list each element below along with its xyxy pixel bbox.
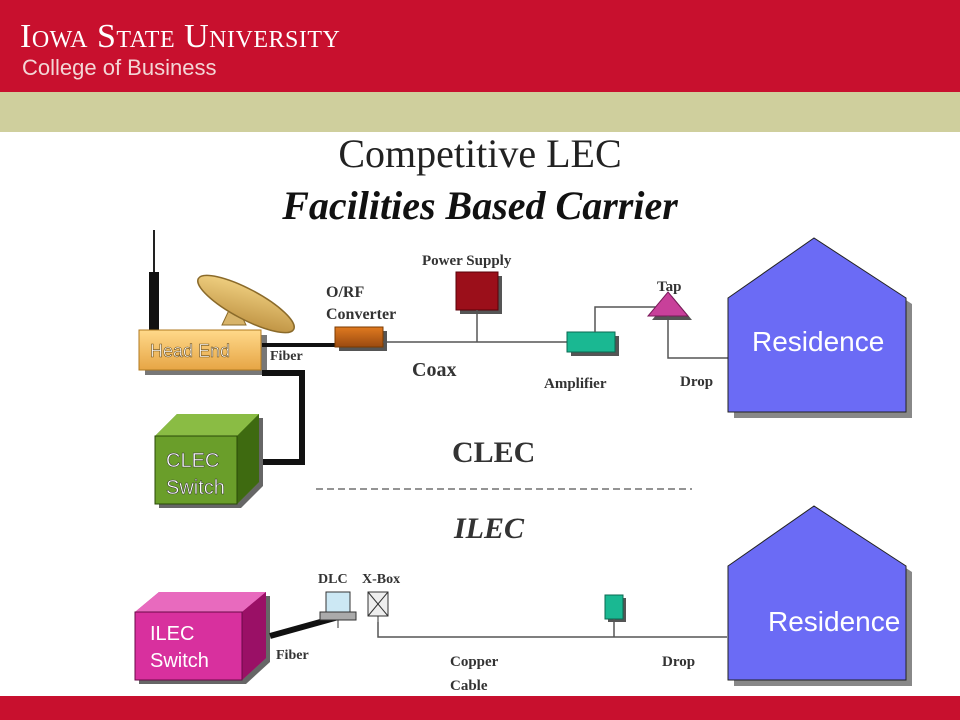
fiber-top-label: Fiber	[270, 349, 303, 364]
fiber-top-line	[262, 343, 336, 465]
university-name: Iowa State University	[20, 18, 341, 55]
slide-subtitle: Facilities Based Carrier	[282, 183, 678, 228]
power-supply-box	[455, 271, 502, 342]
clec-switch-box: CLEC Switch	[154, 414, 263, 508]
amp-to-tap-line	[594, 306, 660, 332]
ilec-label: ILEC	[453, 512, 525, 545]
copper-label-2: Cable	[450, 678, 488, 694]
amplifier-box	[566, 331, 619, 356]
antenna-mast	[149, 230, 159, 334]
footer-bar	[0, 696, 960, 720]
tap-icon	[646, 291, 692, 320]
xbox-label: X-Box	[362, 572, 400, 587]
drop-bottom-label: Drop	[662, 654, 695, 670]
ilec-switch-label-2: Switch	[150, 650, 209, 672]
residence-bottom-house: Residence	[727, 505, 912, 686]
clec-label: CLEC	[452, 436, 535, 469]
ilec-switch-label-1: ILEC	[150, 623, 194, 645]
power-supply-label: Power Supply	[422, 253, 512, 269]
copper-cable-line	[377, 622, 727, 638]
clec-switch-label-2: Switch	[166, 477, 225, 499]
converter-box	[334, 326, 387, 351]
fiber-bottom-label: Fiber	[276, 648, 309, 663]
header-bar: Iowa State University College of Busines…	[0, 0, 960, 92]
converter-label-1: O/RF	[326, 284, 364, 301]
satellite-dish-icon	[197, 274, 295, 334]
drop-top-label: Drop	[680, 374, 713, 390]
head-end-label: Head End	[150, 341, 230, 361]
converter-label-2: Converter	[326, 306, 396, 323]
ilec-switch-box: ILEC Switch	[134, 592, 270, 684]
head-end-box: Head End	[138, 329, 267, 375]
slide-title: Competitive LEC	[338, 131, 622, 176]
dlc-label: DLC	[318, 572, 348, 587]
amplifier-label: Amplifier	[544, 376, 607, 392]
copper-label-1: Copper	[450, 654, 499, 670]
residence-top-label: Residence	[752, 326, 884, 357]
coax-label: Coax	[412, 359, 456, 381]
clec-switch-label-1: CLEC	[166, 450, 219, 472]
xbox-icon	[367, 591, 389, 622]
pedestal-icon	[604, 594, 626, 637]
residence-bottom-label: Residence	[768, 606, 900, 637]
tap-label: Tap	[657, 279, 681, 295]
drop-top-line	[667, 316, 730, 359]
residence-top-house: Residence	[727, 237, 912, 418]
header-strip	[0, 92, 960, 132]
college-name: College of Business	[22, 55, 217, 80]
dlc-icon	[319, 591, 357, 628]
